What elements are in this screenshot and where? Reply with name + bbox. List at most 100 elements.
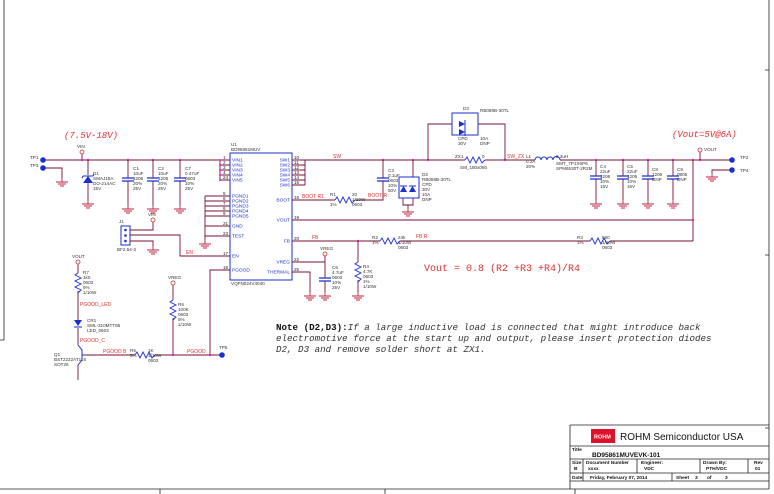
- note-line-3: D2, D3 and remove solder short at ZX1.: [276, 344, 486, 355]
- drawn-label: Drawn By:: [703, 460, 727, 466]
- u1-pin-number: 12: [294, 165, 300, 170]
- component-label-line: D1: [93, 171, 99, 176]
- vin-label: VIN: [77, 144, 85, 149]
- component-label-line: 1/10W: [148, 353, 162, 358]
- u1-pin-name: THERMAL: [267, 270, 290, 276]
- component-label-line: 20%: [158, 181, 167, 186]
- component-label-line: 20%: [526, 164, 535, 169]
- component-label-line: 1206: [600, 174, 611, 179]
- component-label-line: SPM6530T-2R2M: [556, 166, 593, 171]
- component-label-line: RB088B-30TL: [422, 177, 452, 182]
- component-label-line: 22uF: [600, 169, 611, 174]
- component-label-line: 20: [352, 192, 358, 197]
- tp2-pad[interactable]: [729, 157, 735, 163]
- u1-pin-name: FB: [284, 239, 290, 245]
- component-label-line: 16V: [627, 184, 636, 189]
- u1-pin-name: VIN2: [232, 163, 243, 169]
- u1-pin-number: 9: [223, 211, 226, 216]
- tp1-pad[interactable]: [40, 157, 46, 163]
- tp5-pad[interactable]: [219, 352, 225, 358]
- drawing-title: BD95861MUVEVK-101: [592, 452, 661, 459]
- size-label: Size: [572, 460, 582, 466]
- component-label-line: 0603: [398, 245, 409, 250]
- sw-rail: SW SW_ZX: [292, 154, 730, 186]
- solder-short-zx1[interactable]: ZX1 0 SM_180x060: [455, 154, 488, 170]
- component-label-line: 4.7K: [363, 269, 373, 274]
- tp4-label: TP4: [740, 168, 749, 173]
- tp4-pad[interactable]: [729, 167, 735, 173]
- u1-pin-number: 22: [294, 257, 300, 262]
- component-label-line: 16V: [600, 184, 609, 189]
- component-label-line: 10uF: [158, 171, 169, 176]
- net-boot-r: BOOT R: [368, 193, 387, 199]
- u1-pin-name: PGND4: [232, 209, 249, 215]
- component-label-line: 10%: [627, 179, 636, 184]
- component-label-line: C9: [677, 167, 683, 172]
- u1-pin-number: 1: [223, 155, 226, 160]
- engineer-label: Engineer:: [641, 460, 664, 466]
- component-label-line: 0.2A: [526, 159, 536, 164]
- component-label-line: 5%: [178, 317, 185, 322]
- component-label-line: R3: [577, 235, 583, 240]
- d3-part: RB088B-30TL: [480, 108, 510, 113]
- tp3-pad[interactable]: [40, 165, 46, 171]
- component-label-line: Q1: [54, 352, 61, 357]
- svg-text:Note (D2,D3):If a large induct: Note (D2,D3):If a large inductive load i…: [276, 322, 701, 333]
- component-label-line: 10%: [600, 179, 609, 184]
- component-label-line: DNP: [422, 197, 432, 202]
- component-label-line: 1K: [148, 348, 155, 353]
- component-label-line: 0603: [178, 312, 189, 317]
- u1-pin-number: 5: [223, 191, 226, 196]
- u1-pin-name: SW1: [280, 158, 291, 164]
- net-boot-r1: BOOT R1: [302, 194, 324, 200]
- note-label: Note (D2,D3):: [276, 322, 348, 333]
- component-label-line: 2.2uH: [556, 154, 568, 159]
- component-label-line: R6: [178, 302, 184, 307]
- u1-pin-name: PGND1: [232, 194, 249, 200]
- zx1p-label: SM_180x060: [460, 165, 488, 170]
- vout-spec-label: (Vout=5V@6A): [672, 130, 737, 140]
- u1-ref: U1: [231, 142, 237, 147]
- jumper-j1[interactable]: VIN J1 BF2.54-3 EN: [117, 212, 230, 257]
- component-label-line: D2: [422, 172, 428, 177]
- company-name: ROHM Semiconductor USA: [620, 432, 744, 443]
- component-label-line: 1206: [158, 176, 169, 181]
- rohm-logo: [591, 429, 615, 443]
- tp1-label: TP1: [30, 155, 39, 160]
- component-label-line: 22uF: [627, 169, 638, 174]
- component-label-line: R4: [363, 264, 369, 269]
- component-label-line: C1: [133, 166, 139, 171]
- component-label-line: C3: [388, 168, 394, 173]
- j1-ref: J1: [119, 219, 124, 224]
- net-en: EN: [186, 250, 193, 256]
- u1-pin-number: 17: [223, 251, 229, 256]
- u1-pin-name: TEST: [232, 234, 244, 240]
- u1-pin-name: SW6: [280, 183, 291, 189]
- u1-pin-number: 7: [223, 201, 226, 206]
- vout-node: VOUT TP2 TP4: [692, 147, 749, 241]
- u1-pin-number: 25: [294, 267, 300, 272]
- component-label-line: 1%: [577, 240, 584, 245]
- component-label-line: R7: [83, 270, 89, 275]
- component-label-line: R5: [130, 348, 136, 353]
- component-label-line: 0603: [148, 358, 159, 363]
- component-label-line: 0603: [83, 280, 94, 285]
- ic-u1: U1 BD95861MUV VQFN024V4040 1VIN12VIN23VI…: [223, 142, 300, 286]
- zx1v-label: 0: [482, 154, 485, 159]
